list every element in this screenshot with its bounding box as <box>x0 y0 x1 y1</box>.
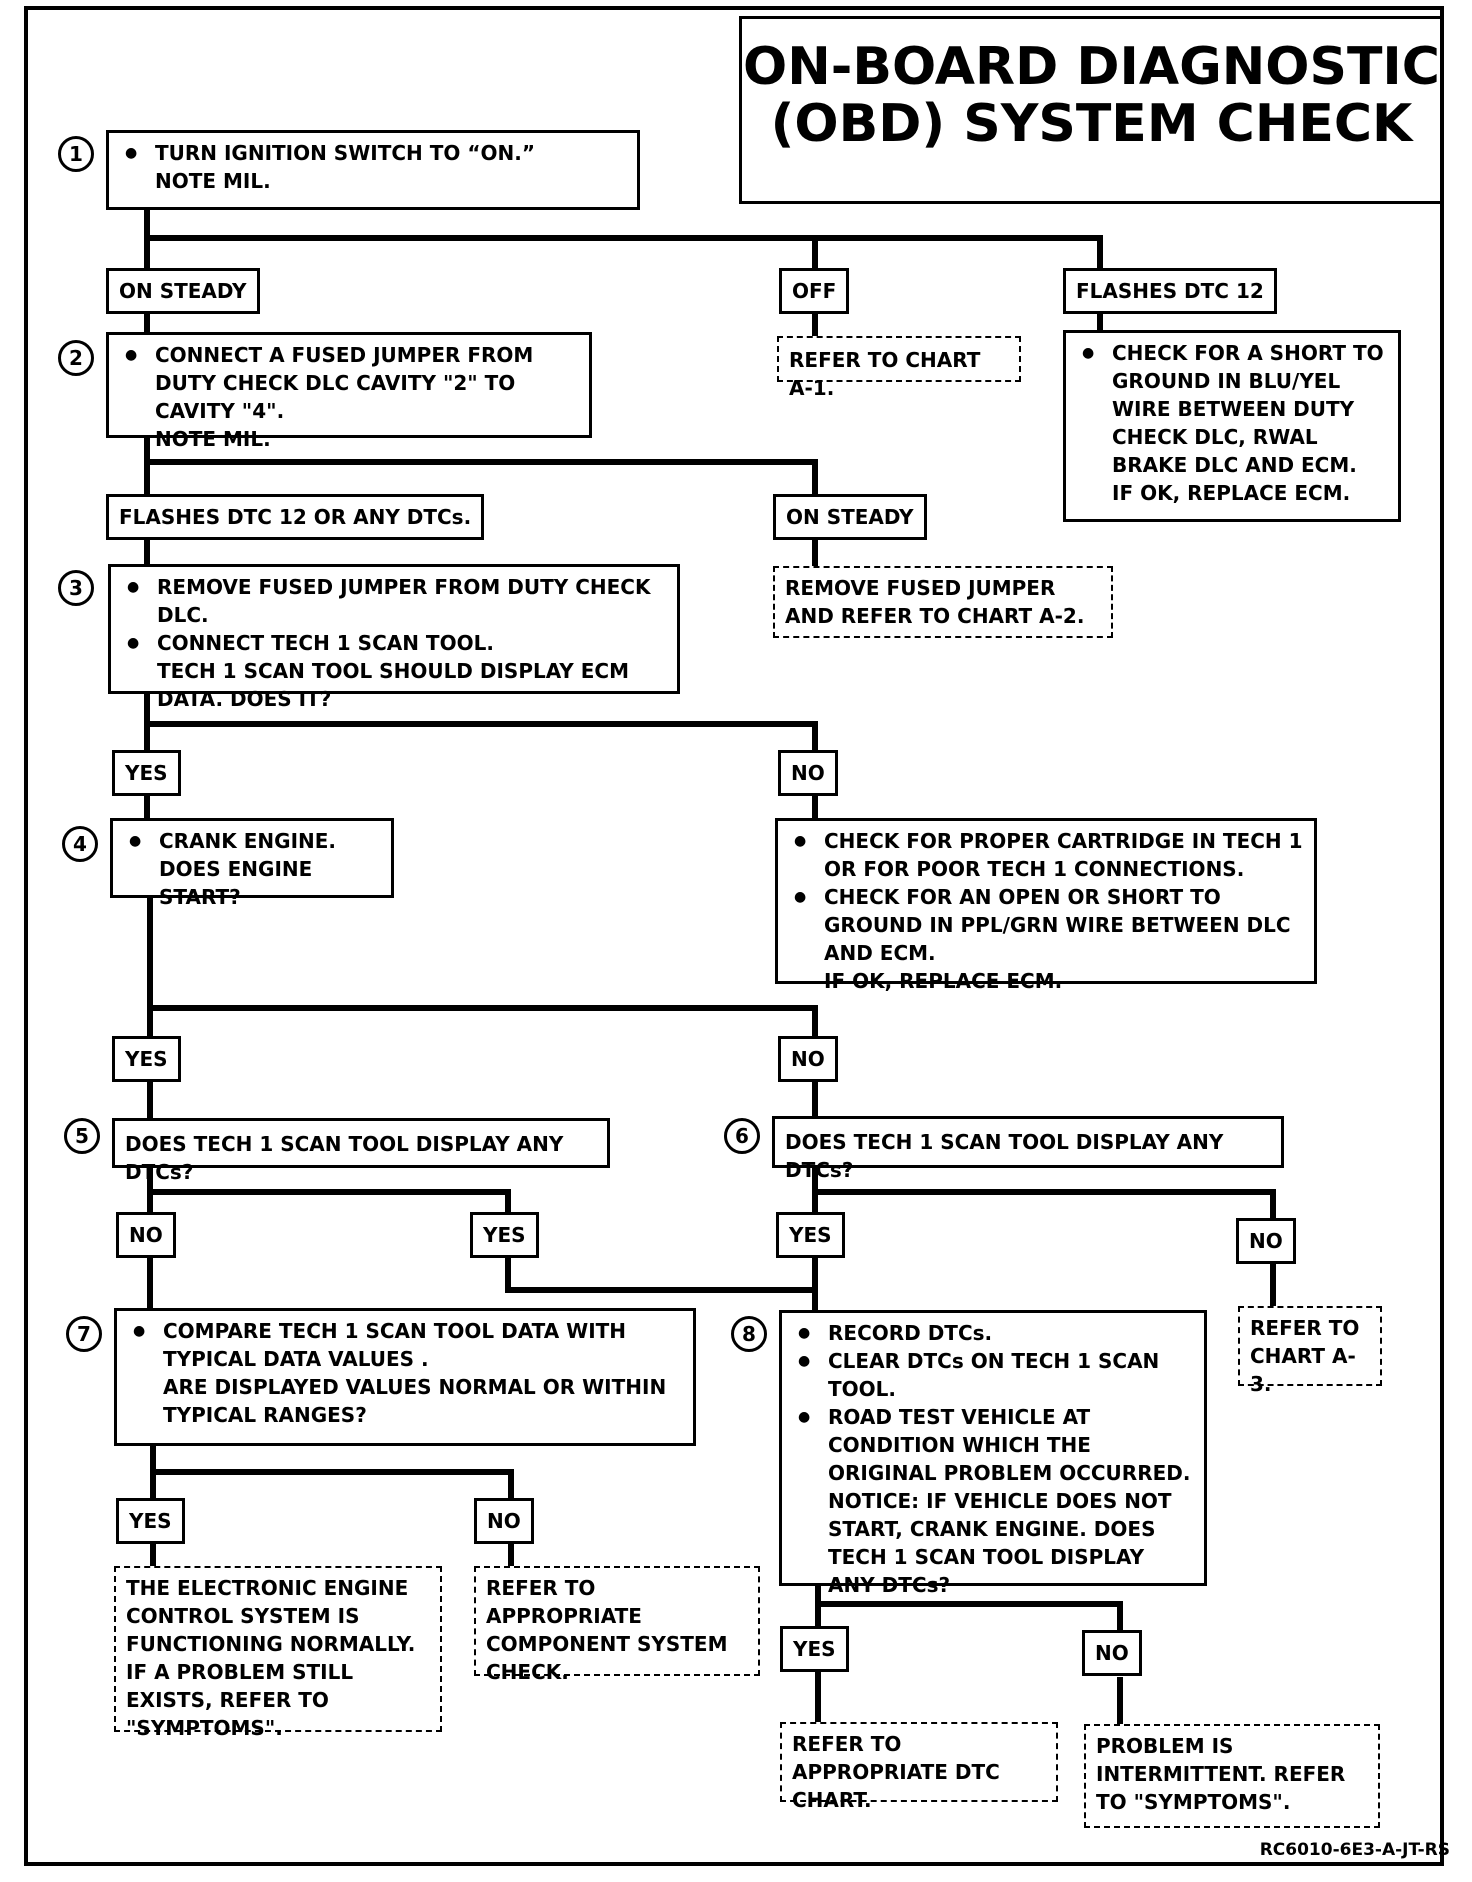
short-check-continuation: IF OK, REPLACE ECM. <box>1112 481 1351 505</box>
step-3-number: 3 <box>58 570 94 606</box>
step-7-number: 7 <box>66 1316 102 1352</box>
label-no-6: NO <box>1236 1218 1296 1264</box>
step-3-continuation: TECH 1 SCAN TOOL SHOULD DISPLAY ECM DATA… <box>157 659 629 711</box>
step-1-continuation: NOTE MIL. <box>155 169 271 193</box>
cartridge-bullet-2: CHECK FOR AN OPEN OR SHORT TO GROUND IN … <box>788 883 1304 967</box>
step-1-number: 1 <box>58 136 94 172</box>
label-no-7: NO <box>474 1498 534 1544</box>
remove-jumper-a2-box: REMOVE FUSED JUMPER AND REFER TO CHART A… <box>773 566 1113 638</box>
step-4-box: CRANK ENGINE. DOES ENGINE START? <box>110 818 394 909</box>
step-8-bullet-3: ROAD TEST VEHICLE AT CONDITION WHICH THE… <box>792 1403 1194 1487</box>
step-5-number: 5 <box>64 1118 100 1154</box>
title-box: ON-BOARD DIAGNOSTIC (OBD) SYSTEM CHECK <box>739 16 1444 204</box>
label-flashes-dtc-12: FLASHES DTC 12 <box>1063 268 1277 314</box>
step-8-box: RECORD DTCs. CLEAR DTCs ON TECH 1 SCAN T… <box>779 1310 1207 1597</box>
step-2-bullet: CONNECT A FUSED JUMPER FROM DUTY CHECK D… <box>119 341 579 425</box>
label-yes-6: YES <box>776 1212 845 1258</box>
cartridge-check-box: CHECK FOR PROPER CARTRIDGE IN TECH 1 OR … <box>775 818 1317 993</box>
refer-chart-a3-box: REFER TO CHART A-3. <box>1238 1306 1382 1396</box>
label-no-4: NO <box>778 1036 838 1082</box>
page-frame <box>24 6 1444 1866</box>
label-no-8: NO <box>1082 1630 1142 1676</box>
label-yes-5: YES <box>470 1212 539 1258</box>
step-8-continuation: NOTICE: IF VEHICLE DOES NOT START, CRANK… <box>828 1489 1172 1597</box>
title-line-2: (OBD) SYSTEM CHECK <box>770 94 1413 154</box>
functioning-normally-box: THE ELECTRONIC ENGINE CONTROL SYSTEM IS … <box>114 1566 442 1740</box>
cartridge-continuation: IF OK, REPLACE ECM. <box>824 969 1063 993</box>
step-3-box: REMOVE FUSED JUMPER FROM DUTY CHECK DLC.… <box>108 564 680 711</box>
step-8-bullet-1: RECORD DTCs. <box>792 1319 1194 1347</box>
label-yes-8: YES <box>780 1626 849 1672</box>
label-no-3: NO <box>778 750 838 796</box>
short-check-bullet: CHECK FOR A SHORT TO GROUND IN BLU/YEL W… <box>1076 339 1388 479</box>
label-yes-4: YES <box>112 1036 181 1082</box>
label-off: OFF <box>779 268 850 314</box>
label-on-steady-2: ON STEADY <box>773 494 927 540</box>
step-4-bullet: CRANK ENGINE. <box>123 827 381 855</box>
refer-chart-a1-box: REFER TO CHART A-1. <box>777 336 1021 400</box>
dtc-chart-box: REFER TO APPROPRIATE DTC CHART. <box>780 1722 1058 1812</box>
step-6-number: 6 <box>724 1118 760 1154</box>
intermittent-box: PROBLEM IS INTERMITTENT. REFER TO "SYMPT… <box>1084 1724 1380 1828</box>
label-flashes-any-dtcs: FLASHES DTC 12 OR ANY DTCs. <box>106 494 485 540</box>
step-8-bullet-2: CLEAR DTCs ON TECH 1 SCAN TOOL. <box>792 1347 1194 1403</box>
step-4-number: 4 <box>62 826 98 862</box>
step-1-box: TURN IGNITION SWITCH TO “ON.” NOTE MIL. <box>106 130 640 210</box>
label-no-5: NO <box>116 1212 176 1258</box>
label-on-steady: ON STEADY <box>106 268 260 314</box>
step-7-box: COMPARE TECH 1 SCAN TOOL DATA WITH TYPIC… <box>114 1308 696 1446</box>
component-check-box: REFER TO APPROPRIATE COMPONENT SYSTEM CH… <box>474 1566 760 1684</box>
step-2-number: 2 <box>58 340 94 376</box>
step-1-bullet: TURN IGNITION SWITCH TO “ON.” <box>119 139 627 167</box>
label-yes-7: YES <box>116 1498 185 1544</box>
step-8-number: 8 <box>731 1316 767 1352</box>
short-check-box: CHECK FOR A SHORT TO GROUND IN BLU/YEL W… <box>1063 330 1401 522</box>
step-6-box: DOES TECH 1 SCAN TOOL DISPLAY ANY DTCs? <box>772 1116 1284 1182</box>
step-5-box: DOES TECH 1 SCAN TOOL DISPLAY ANY DTCs? <box>112 1118 610 1184</box>
step-3-bullet-2: CONNECT TECH 1 SCAN TOOL. <box>121 629 667 657</box>
step-3-bullet-1: REMOVE FUSED JUMPER FROM DUTY CHECK DLC. <box>121 573 667 629</box>
step-2-continuation: NOTE MIL. <box>155 427 271 451</box>
cartridge-bullet-1: CHECK FOR PROPER CARTRIDGE IN TECH 1 OR … <box>788 827 1304 883</box>
step-7-continuation: ARE DISPLAYED VALUES NORMAL OR WITHIN TY… <box>163 1375 667 1427</box>
step-7-bullet: COMPARE TECH 1 SCAN TOOL DATA WITH TYPIC… <box>127 1317 683 1373</box>
reference-code: RC6010-6E3-A-JT-RS <box>1259 1840 1450 1860</box>
step-2-box: CONNECT A FUSED JUMPER FROM DUTY CHECK D… <box>106 332 592 451</box>
step-4-continuation: DOES ENGINE START? <box>159 857 313 909</box>
title-line-1: ON-BOARD DIAGNOSTIC <box>743 37 1440 97</box>
label-yes-3: YES <box>112 750 181 796</box>
